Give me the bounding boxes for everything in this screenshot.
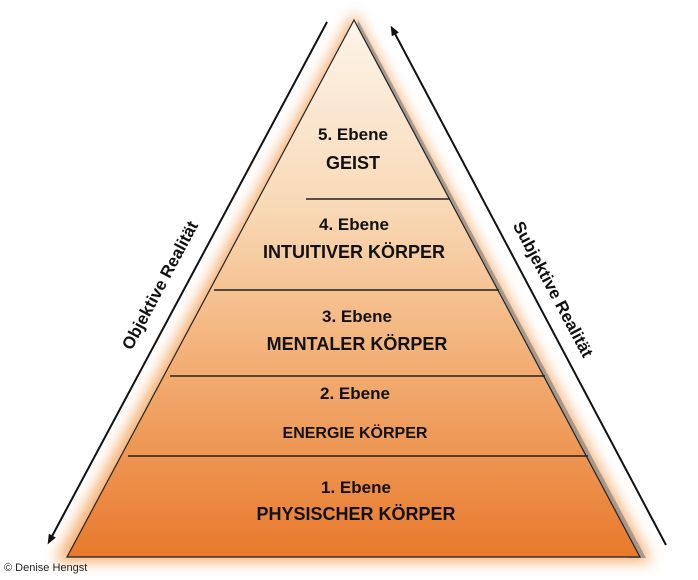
level-2-number: 2. Ebene [320,384,390,403]
level-1-number: 1. Ebene [321,478,391,497]
level-4-number: 4. Ebene [319,215,389,234]
left-arrow [47,21,328,545]
level-5: 5. Ebene GEIST [318,125,388,173]
level-5-name: GEIST [326,153,380,173]
level-3: 3. Ebene MENTALER KÖRPER [267,307,448,354]
level-4-name: INTUITIVER KÖRPER [263,242,445,262]
level-3-number: 3. Ebene [322,307,392,326]
right-arrow [390,25,667,546]
level-1: 1. Ebene PHYSISCHER KÖRPER [256,478,455,524]
copyright-text: © Denise Hengst [4,562,88,574]
level-3-name: MENTALER KÖRPER [267,334,448,354]
pyramid-shadow [356,20,646,558]
level-2-name: ENERGIE KÖRPER [283,423,428,442]
level-5-number: 5. Ebene [318,125,388,144]
level-2: 2. Ebene ENERGIE KÖRPER [283,384,428,442]
level-4: 4. Ebene INTUITIVER KÖRPER [263,215,445,262]
pyramid-body [65,18,641,558]
level-1-name: PHYSISCHER KÖRPER [256,504,455,524]
